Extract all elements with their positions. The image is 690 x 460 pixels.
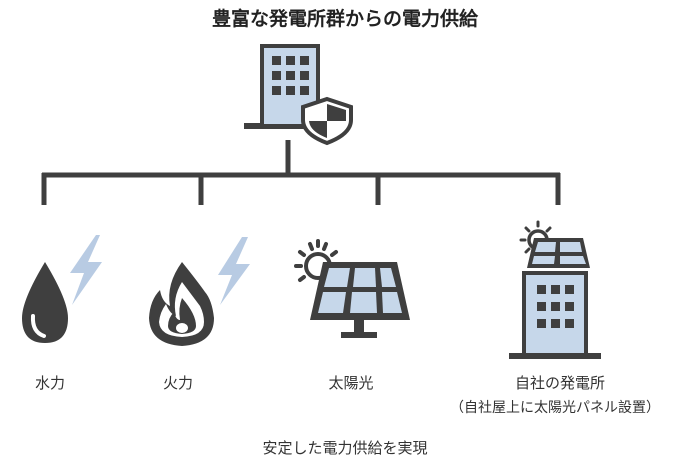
connector-lines — [41, 140, 561, 205]
solar-panel-icon — [310, 262, 410, 338]
secure-building-icon — [244, 44, 353, 146]
label-own-plant-note: （自社屋上に太陽光パネル設置） — [450, 400, 660, 416]
lightning-icon-hydro — [70, 235, 102, 305]
building-solar-icon — [509, 220, 601, 359]
diagram-title: 豊富な発電所群からの電力供給 — [211, 8, 478, 30]
water-drop-icon — [22, 262, 68, 343]
label-thermal: 火力 — [162, 374, 193, 392]
label-own-plant: 自社の発電所 — [514, 374, 605, 392]
fire-icon — [149, 262, 214, 346]
diagram-caption: 安定した電力供給を実現 — [262, 439, 428, 457]
label-hydro: 水力 — [34, 374, 65, 392]
label-solar: 太陽光 — [328, 374, 374, 392]
lightning-icon-thermal — [218, 237, 250, 305]
shield-icon — [301, 96, 353, 146]
sun-icon-small — [519, 220, 552, 254]
